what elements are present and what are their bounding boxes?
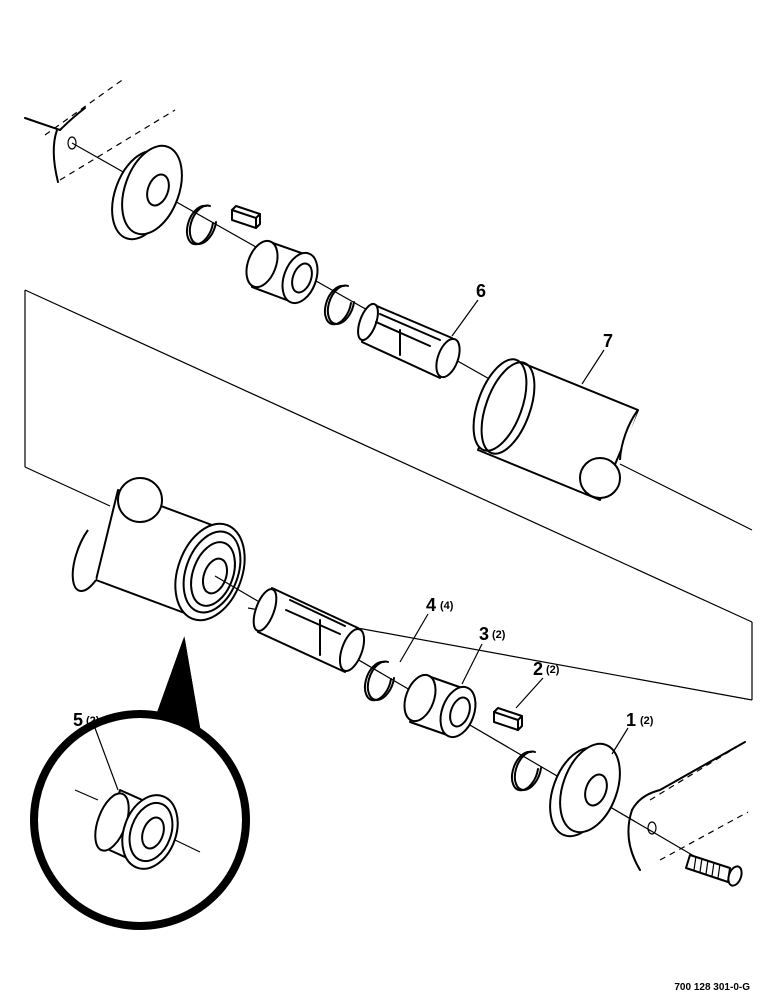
- reference-number: 700 128 301-0-G: [674, 982, 750, 993]
- leader-line-5: [94, 727, 119, 791]
- callout-1-label: 1: [626, 710, 636, 730]
- callout-2-qty: (2): [546, 664, 560, 676]
- bearing-detail-callout: [30, 636, 250, 930]
- callout-2-label: 2: [533, 659, 543, 679]
- upper-shaft-part-6: [357, 302, 461, 379]
- upper-washer: [111, 144, 183, 241]
- lower-snap-ring-part-4: [363, 660, 395, 702]
- callout-6-label: 6: [476, 281, 486, 301]
- upper-bearing-sleeve: [245, 239, 319, 305]
- roller-tube-part-7: [472, 358, 639, 501]
- leader-line-1: [611, 727, 629, 755]
- lower-washer-part-1: [549, 742, 621, 838]
- bracket-hole: [67, 136, 77, 150]
- bolt: [685, 854, 743, 887]
- lower-snap-ring-2: [510, 750, 542, 792]
- leader-line-3: [461, 643, 483, 685]
- callout-1-qty: (2): [640, 715, 654, 727]
- upper-key: [231, 205, 261, 229]
- callout-3-qty: (2): [492, 629, 506, 641]
- lower-bearing-sleeve-part-3: [403, 673, 477, 739]
- lower-roller-tube: [71, 477, 246, 622]
- callout-5-qty: (2): [86, 715, 100, 727]
- callout-4-qty: (4): [440, 600, 454, 612]
- leader-line-6: [451, 299, 479, 337]
- callout-3-label: 3: [479, 624, 489, 644]
- lower-shaft: [252, 587, 366, 673]
- callout-4-label: 4: [426, 595, 436, 615]
- upper-snap-ring-1: [185, 204, 217, 246]
- right-frame-bracket: [627, 741, 749, 871]
- callout-labels: 1 (2) 2 (2) 3 (2) 4 (4) 5 (2) 6 7: [73, 281, 654, 730]
- leader-lines: [94, 299, 629, 791]
- bracket-hole: [647, 821, 657, 835]
- callout-7-label: 7: [603, 331, 613, 351]
- lower-key-part-2: [493, 707, 523, 731]
- leader-line-2: [515, 677, 544, 709]
- leader-line-4: [399, 613, 429, 663]
- left-frame-bracket: [24, 77, 176, 183]
- leader-line-7: [581, 349, 605, 385]
- upper-snap-ring-2: [323, 284, 355, 326]
- callout-5-label: 5: [73, 710, 83, 730]
